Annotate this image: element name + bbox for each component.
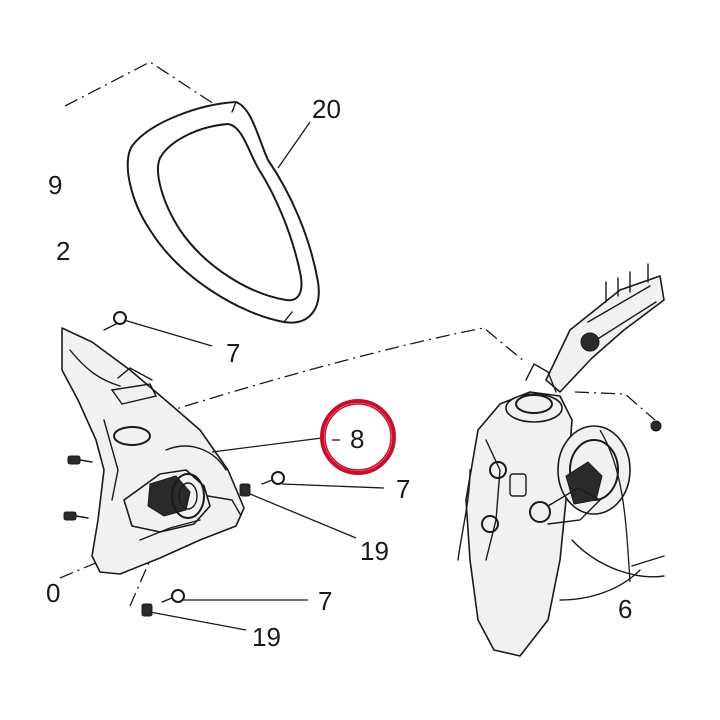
fastener-7-top — [103, 311, 127, 331]
screw-left-upper — [67, 455, 93, 465]
callout-7-right: 7 — [396, 474, 410, 504]
callout-edge-3: 0 — [46, 578, 60, 608]
callout-edge-1: 9 — [48, 170, 62, 200]
highlight-ring — [320, 399, 396, 475]
callout-edge-2: 2 — [56, 236, 70, 266]
callout-7-bottom: 7 — [318, 586, 332, 616]
fastener-7-right — [261, 471, 285, 485]
callout-19-middle: 19 — [360, 536, 389, 566]
lamp-bracket-assembly — [457, 263, 665, 657]
clip-19-bottom — [141, 603, 153, 617]
callout-19-bottom: 19 — [252, 622, 281, 652]
fastener-7-bottom — [161, 589, 185, 603]
screw-left-lower — [63, 511, 89, 521]
callout-labels: 20 7 8 7 19 7 19 6 9 2 0 — [46, 94, 632, 652]
callout-7-top: 7 — [226, 338, 240, 368]
headlight-housing-part — [61, 327, 245, 575]
highlight-ring-inner — [324, 403, 392, 471]
leader-lines — [123, 121, 631, 631]
callout-6: 6 — [618, 594, 632, 624]
screw-right — [650, 420, 662, 432]
gasket-frame-part — [126, 101, 320, 324]
callout-8: 8 — [350, 424, 364, 454]
clip-19-middle — [239, 483, 251, 497]
callout-20: 20 — [312, 94, 341, 124]
